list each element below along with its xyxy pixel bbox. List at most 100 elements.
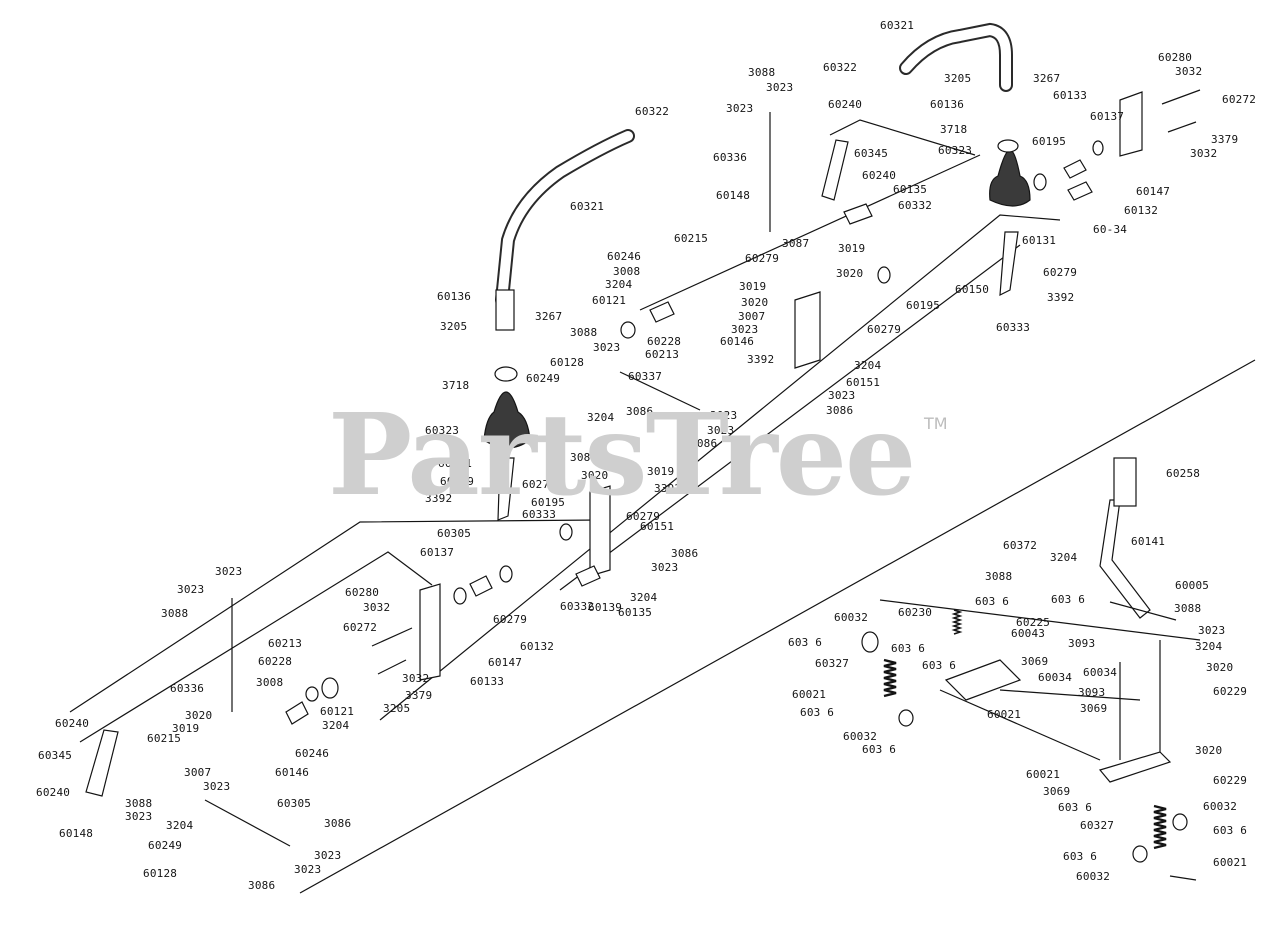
handle-left-grip (495, 289, 515, 331)
pedal-frame (1098, 751, 1172, 783)
part-callout: 3069 (1021, 655, 1049, 668)
part-callout: 60215 (147, 732, 182, 745)
part-callout: 3086 (671, 547, 699, 560)
frame-line (829, 119, 976, 156)
part-callout: 3718 (940, 123, 968, 136)
part-callout: 60146 (275, 766, 310, 779)
part-callout: 3023 (593, 341, 621, 354)
part-callout: 60021 (987, 708, 1022, 721)
frame-line (639, 154, 981, 311)
part-callout: 60321 (570, 200, 605, 213)
rod (619, 371, 701, 411)
part-callout: 60032 (834, 611, 869, 624)
part-callout: 3023 (294, 863, 322, 876)
part-callout: 3088 (161, 607, 189, 620)
part-callout: 603 6 (1051, 593, 1086, 606)
part-callout: 60043 (1011, 627, 1046, 640)
frame-line (939, 689, 1101, 761)
shock-right (821, 139, 849, 201)
part-callout: 603 6 (788, 636, 823, 649)
part-callout: 60135 (893, 183, 928, 196)
part-callout: 3088 (985, 570, 1013, 583)
part-callout: 60021 (1213, 856, 1248, 869)
frame-line (379, 214, 1061, 721)
bracket-plate (1119, 91, 1143, 157)
part-callout: 60032 (1076, 870, 1111, 883)
boot-upper (989, 149, 1031, 207)
part-callout: 60322 (823, 61, 858, 74)
frame-line (69, 519, 601, 713)
part-callout: 60147 (1136, 185, 1171, 198)
part-callout: 60137 (1090, 110, 1125, 123)
part-callout: 3718 (442, 379, 470, 392)
part-callout: 60240 (862, 169, 897, 182)
boot-left (483, 391, 531, 449)
part-callout: 603 6 (891, 642, 926, 655)
part-callout: 60195 (1032, 135, 1067, 148)
part-callout: 60021 (792, 688, 827, 701)
part-callout: 3023 (1198, 624, 1226, 637)
part-callout: 3204 (166, 819, 194, 832)
part-callout: 3088 (1174, 602, 1202, 615)
part-callout: 60336 (713, 151, 748, 164)
part-callout: 60121 (592, 294, 627, 307)
part-callout: 60279 (440, 475, 475, 488)
part-callout: 60148 (59, 827, 94, 840)
part-callout: 60150 (955, 283, 990, 296)
part-callout: 3392 (654, 482, 682, 495)
part-callout: 3020 (581, 469, 609, 482)
part-callout: 60141 (1131, 535, 1166, 548)
part-callout: 60327 (815, 657, 850, 670)
part-callout: 3020 (1206, 661, 1234, 674)
handle-upper-inner (901, 24, 1011, 90)
part-callout: 60279 (745, 252, 780, 265)
handle-left-inner (497, 131, 633, 305)
part-callout: 3020 (185, 709, 213, 722)
part-callout: 3204 (630, 591, 658, 604)
part-callout: 60323 (425, 424, 460, 437)
part-callout: 603 6 (975, 595, 1010, 608)
part-callout: 60151 (640, 520, 675, 533)
part-callout: 60258 (1166, 467, 1201, 480)
part-callout: 3023 (314, 849, 342, 862)
shock-left (85, 729, 119, 797)
part-callout: 3205 (440, 320, 468, 333)
part-callout: 603 6 (922, 659, 957, 672)
part-callout: 3086 (626, 405, 654, 418)
part-callout: 3032 (363, 601, 391, 614)
part-callout: 3086 (690, 437, 718, 450)
part-callout: 60327 (1080, 819, 1115, 832)
part-callout: 3008 (613, 265, 641, 278)
part-callout: 3088 (125, 797, 153, 810)
part-callout: 3007 (738, 310, 766, 323)
part-callout: 60213 (645, 348, 680, 361)
spring (951, 609, 963, 635)
part-callout: 3023 (125, 810, 153, 823)
part-callout: 60136 (930, 98, 965, 111)
part-callout: 3023 (731, 323, 759, 336)
frame-line (879, 599, 1201, 641)
part-callout: 60279 (493, 613, 528, 626)
boot-upper-cap (997, 139, 1019, 153)
part-callout: 3032 (402, 672, 430, 685)
part-callout: 3023 (710, 409, 738, 422)
part-callout: 60323 (938, 144, 973, 157)
part-callout: 3019 (838, 242, 866, 255)
part-callout: 60246 (295, 747, 330, 760)
spring (883, 658, 897, 698)
part-callout: 60121 (320, 705, 355, 718)
part-callout: 60215 (674, 232, 709, 245)
part-callout: 60336 (170, 682, 205, 695)
washer-group (305, 140, 1188, 863)
part-callout: 60332 (560, 600, 595, 613)
part-callout: 3069 (1043, 785, 1071, 798)
part-callout: 60333 (522, 508, 557, 521)
part-callout: 60240 (828, 98, 863, 111)
part-callout: 60032 (843, 730, 878, 743)
part-callout: 60148 (716, 189, 751, 202)
part-callout: 3204 (605, 278, 633, 291)
part-callout: 60332 (898, 199, 933, 212)
part-callout: 3392 (1047, 291, 1075, 304)
part-callout: 60249 (526, 372, 561, 385)
